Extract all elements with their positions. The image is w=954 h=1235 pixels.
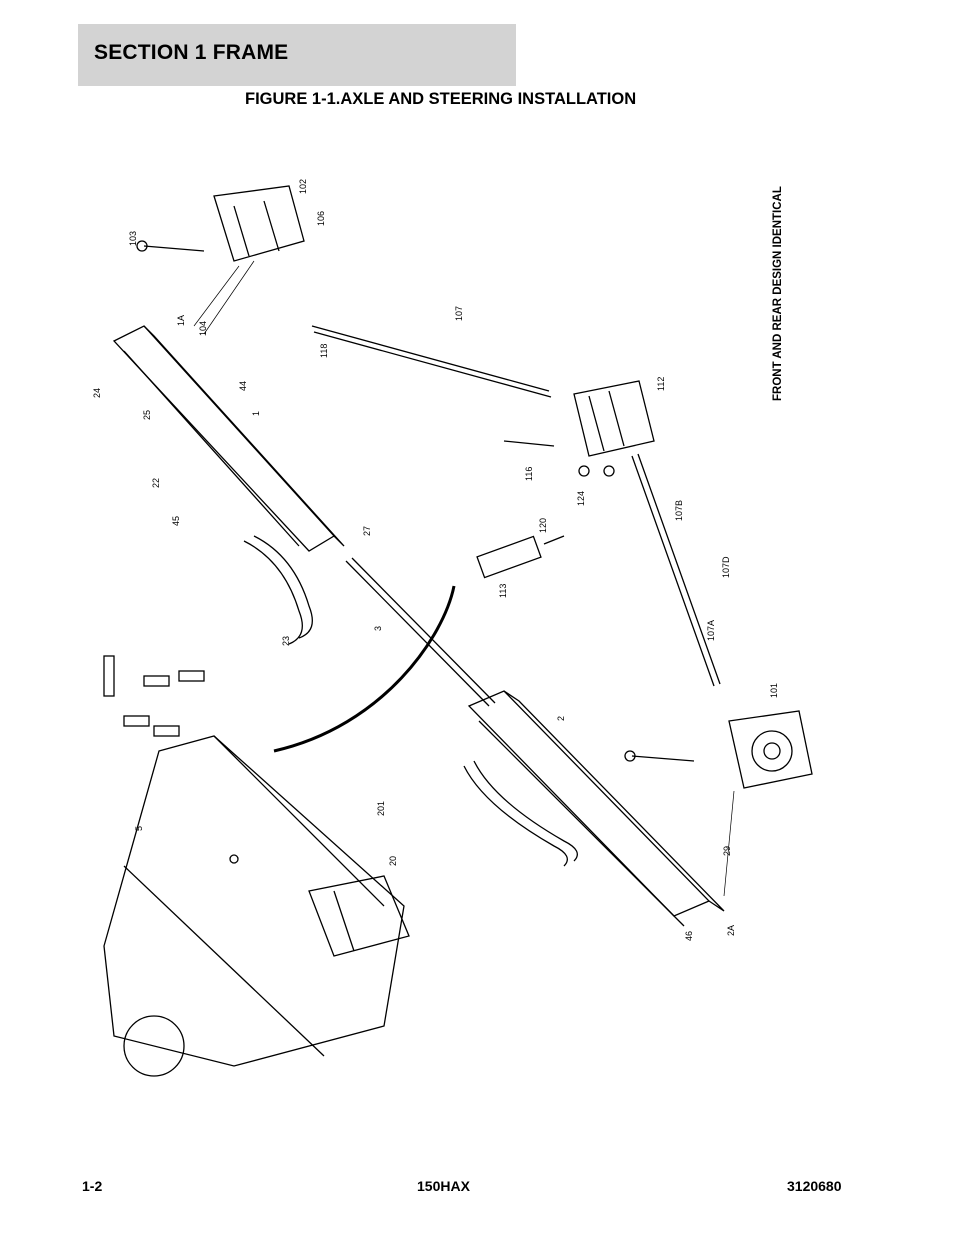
lower-axle-beam [467,690,725,927]
callout-27: 27 [362,526,372,536]
callout-103: 103 [128,231,138,246]
callout-46: 46 [684,931,694,941]
callout-124: 124 [576,491,586,506]
callout-101: 101 [769,683,779,698]
callout-107d: 107D [721,556,731,578]
document-number: 3120680 [787,1178,842,1194]
callout-107b: 107B [674,500,684,521]
leader-lines [193,260,735,897]
axle-steering-diagram: 1 1A 2 2A 3 5 20 22 23 24 25 27 29 44 45… [92,179,813,1077]
figure-title: FIGURE 1-1.AXLE AND STEERING INSTALLATIO… [245,90,637,108]
callout-112: 112 [656,377,666,391]
callout-118: 118 [319,344,329,358]
callout-107a: 107A [706,620,716,641]
page-number: 1-2 [82,1178,103,1194]
callout-107: 107 [454,306,464,321]
callout-3: 3 [373,626,383,631]
callout-113: 113 [498,584,508,598]
link-plates [103,655,205,737]
lower-steering-hub [728,710,813,789]
steering-cylinder-mount [573,380,655,457]
callout-1: 1 [251,411,261,416]
pins [136,240,695,762]
cable-chain-lower [463,760,578,867]
steering-cylinder [476,535,565,579]
upper-axle-beam [112,325,345,552]
callout-45: 45 [171,516,181,526]
steering-rod-107b [631,453,721,687]
callouts: 1 1A 2 2A 3 5 20 22 23 24 25 27 29 44 45… [92,179,779,941]
callout-25: 25 [142,410,152,420]
callout-102: 102 [298,179,308,194]
callout-1a: 1A [176,315,186,326]
callout-5: 5 [134,826,144,831]
chassis-frame [103,735,405,1077]
cable-chain-upper [243,535,313,645]
callout-23: 23 [281,636,291,646]
callout-106: 106 [316,211,326,226]
callout-2: 2 [556,716,566,721]
tie-rod [311,325,552,398]
callout-116: 116 [524,467,534,481]
callout-22: 22 [151,478,161,488]
section-title: SECTION 1 FRAME [94,41,289,64]
callout-2a: 2A [726,925,736,936]
callout-201: 201 [376,801,386,816]
callout-20: 20 [388,856,398,866]
callout-104: 104 [198,321,208,336]
model-name: 150HAX [417,1178,470,1194]
callout-29: 29 [722,846,732,856]
axle-mount-bracket [308,875,410,957]
upper-steering-bracket [213,185,305,262]
section-header: SECTION 1 FRAME [78,24,516,86]
callout-44: 44 [238,381,248,391]
connecting-rod [345,557,496,707]
hose-arc [273,585,456,753]
callout-24: 24 [92,388,102,398]
callout-120: 120 [538,518,548,533]
